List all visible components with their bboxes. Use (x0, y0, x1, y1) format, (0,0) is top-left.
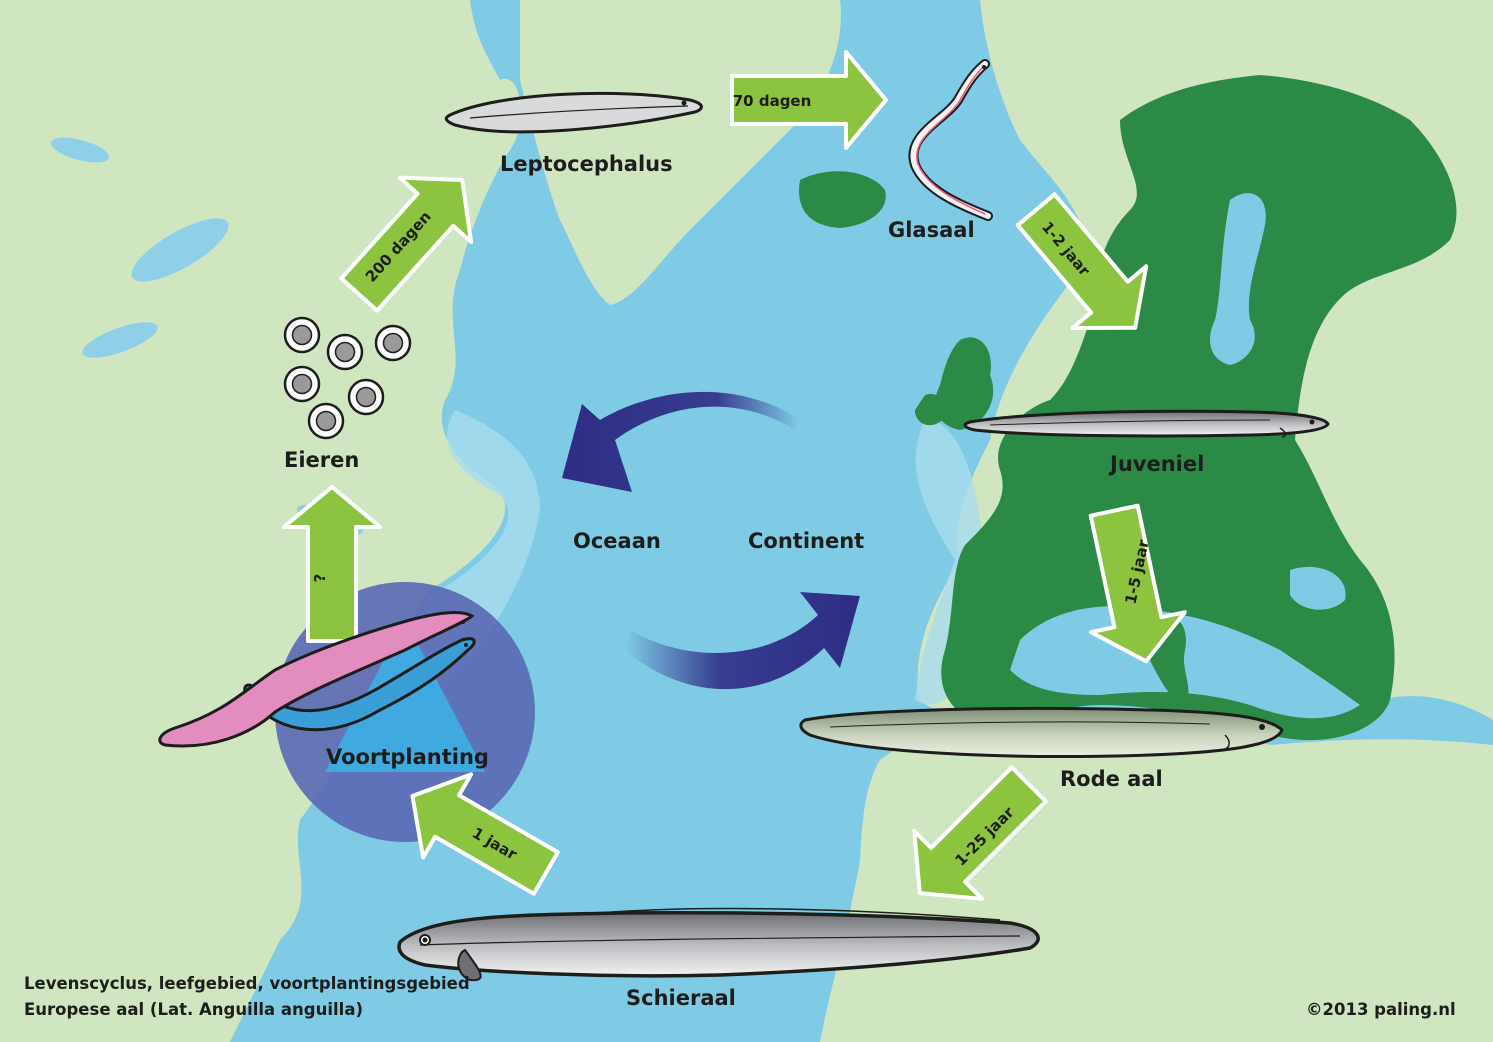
stage-label-leptocephalus: Leptocephalus (500, 152, 673, 176)
egg (374, 324, 412, 362)
arrow-70-dagen (730, 50, 888, 150)
leptocephalus-illustration (444, 91, 703, 134)
copyright: ©2013 paling.nl (1306, 1000, 1456, 1019)
stage-label-rode-aal: Rode aal (1060, 767, 1163, 791)
arrow-question (282, 485, 382, 643)
stage-label-glasaal: Glasaal (888, 218, 975, 242)
stage-arrows (282, 50, 1187, 901)
stage-label-eieren: Eieren (284, 448, 360, 472)
glasaal-illustration (908, 59, 993, 221)
caption-line-1: Levenscyclus, leefgebied, voortplantings… (24, 974, 470, 993)
arrow-1-jaar (410, 772, 560, 896)
cycle-label-ocean: Oceaan (573, 529, 661, 553)
cycle-label-continent: Continent (748, 529, 865, 553)
stage-label-juveniel: Juveniel (1110, 452, 1205, 476)
rode-aal-illustration (799, 706, 1284, 758)
egg (326, 333, 364, 371)
arrow-1-25-jaar (912, 765, 1048, 901)
egg (347, 378, 385, 416)
juveniel-illustration (963, 409, 1330, 438)
continent-cycle-arrow (625, 592, 860, 690)
label-70-dagen: 70 dagen (733, 92, 812, 110)
caption-line-2: Europese aal (Lat. Anguilla anguilla) (24, 1000, 364, 1019)
arrow-200-dagen (339, 175, 474, 313)
arrow-1-5-jaar (1088, 503, 1187, 664)
stage-label-voortplanting: Voortplanting (326, 745, 489, 769)
egg (283, 316, 321, 354)
label-question: ? (311, 574, 329, 583)
arrow-1-2-jaar (1015, 192, 1149, 330)
egg (283, 365, 321, 403)
mating-eels-illustration (158, 611, 476, 748)
egg (307, 402, 345, 440)
ocean-cycle-arrow (562, 391, 800, 492)
schieraal-illustration (397, 907, 1040, 982)
stage-label-schieraal: Schieraal (626, 986, 736, 1010)
eggs (283, 316, 412, 440)
cycle-arrows (562, 391, 860, 690)
